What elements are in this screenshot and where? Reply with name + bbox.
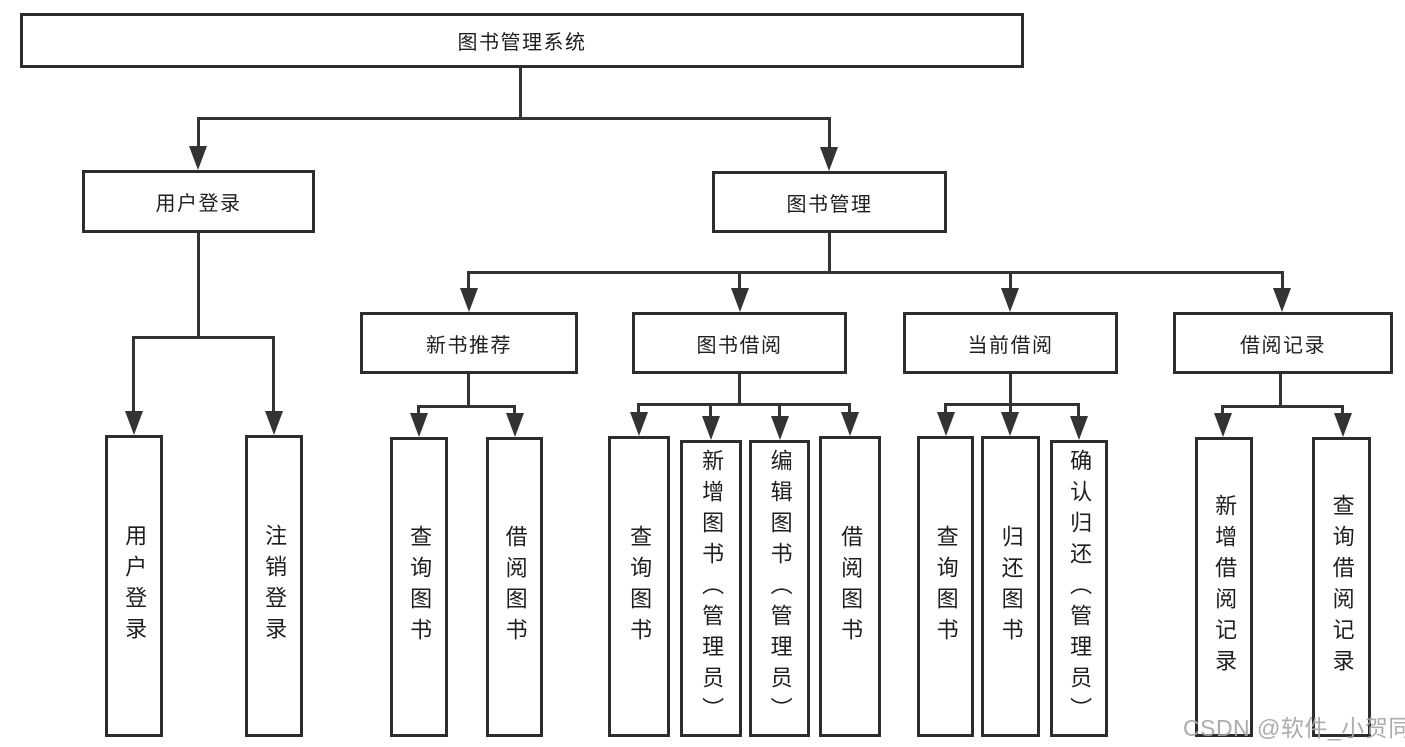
leaf-label: 编辑图书（管理员） (767, 449, 793, 728)
edge-new-books-branch (417, 405, 515, 408)
leaf-label: 新增借阅记录 (1212, 494, 1238, 680)
node-user-login-label: 用户登录 (155, 193, 242, 215)
edge-to-login-leaf (132, 336, 135, 412)
leaf-user-login-label: 用户登录 (122, 524, 148, 648)
arrow-down-icon (1273, 288, 1291, 312)
edge-to-user-login (197, 117, 200, 148)
node-borrow-records-label: 借阅记录 (1240, 334, 1326, 357)
node-book-borrowing: 图书借阅 (632, 312, 847, 374)
edge-leaf-stub (513, 405, 516, 414)
edge-root-stem (519, 68, 522, 117)
edge-leaf-stub (637, 403, 640, 412)
leaf-add-books-admin: 新增图书（管理员） (680, 440, 742, 737)
edge-leaf-stub (778, 403, 781, 416)
edge-to-current (1009, 271, 1012, 291)
leaf-borrow-books-2: 借阅图书 (819, 436, 881, 737)
node-borrow-records: 借阅记录 (1173, 312, 1393, 374)
node-new-book-recommend: 新书推荐 (360, 312, 578, 374)
edge-book-mgmt-stem (828, 233, 831, 273)
edge-leaf-stub (417, 405, 420, 414)
edge-leaf-stub (848, 403, 851, 412)
leaf-label: 新增图书（管理员） (699, 449, 725, 728)
leaf-query-books-1: 查询图书 (390, 437, 448, 737)
edge-leaf-stub (944, 403, 947, 412)
edge-leaf-stub (709, 403, 712, 416)
leaf-confirm-return-admin: 确认归还（管理员） (1050, 440, 1108, 737)
arrow-down-icon (265, 411, 283, 435)
node-book-borrowing-label: 图书借阅 (696, 334, 783, 357)
leaf-logout-label: 注销登录 (262, 524, 288, 648)
edge-to-records (1281, 271, 1284, 291)
leaf-add-borrow-record: 新增借阅记录 (1195, 437, 1253, 737)
leaf-query-borrow-record: 查询借阅记录 (1312, 437, 1371, 737)
node-current-borrowing: 当前借阅 (903, 312, 1118, 374)
edge-records-branch (1221, 405, 1344, 408)
edge-leaf-stub (1077, 403, 1080, 416)
edge-user-login-branch (133, 336, 275, 339)
arrow-down-icon (731, 288, 749, 312)
edge-user-login-stem (197, 233, 200, 337)
node-book-management-label: 图书管理 (786, 193, 873, 216)
leaf-user-login: 用户登录 (105, 435, 163, 737)
edge-borrowing-branch (637, 403, 850, 406)
arrow-down-icon (820, 147, 838, 171)
leaf-label: 归还图书 (998, 524, 1024, 649)
leaf-logout: 注销登录 (245, 435, 303, 737)
leaf-borrow-books-1: 借阅图书 (486, 437, 543, 737)
leaf-label: 查询借阅记录 (1329, 494, 1355, 680)
arrow-down-icon (1070, 416, 1088, 440)
leaf-query-books-3: 查询图书 (917, 436, 974, 737)
edge-borrowing-stem (738, 374, 741, 405)
arrow-down-icon (1334, 413, 1352, 437)
arrow-down-icon (841, 412, 859, 436)
arrow-down-icon (410, 413, 428, 437)
leaf-edit-books-admin: 编辑图书（管理员） (749, 440, 810, 737)
csdn-watermark: CSDN @软件_小贺同学 (1183, 715, 1405, 741)
node-new-book-recommend-label: 新书推荐 (426, 334, 512, 357)
leaf-label: 确认归还（管理员） (1067, 449, 1093, 728)
edge-to-new-books (467, 271, 470, 291)
leaf-label: 查询图书 (627, 524, 653, 649)
arrow-down-icon (189, 146, 207, 170)
edge-to-logout-leaf (272, 336, 275, 412)
leaf-label: 查询图书 (933, 524, 959, 649)
node-book-management: 图书管理 (712, 171, 947, 233)
arrow-down-icon (1001, 412, 1019, 436)
arrow-down-icon (125, 411, 143, 435)
leaf-label: 借阅图书 (502, 525, 528, 649)
edge-book-mgmt-branch (469, 271, 1283, 274)
node-current-borrowing-label: 当前借阅 (967, 334, 1054, 357)
arrow-down-icon (1001, 288, 1019, 312)
edge-to-borrowing (738, 271, 741, 291)
edge-current-branch (944, 403, 1080, 406)
arrow-down-icon (937, 412, 955, 436)
arrow-down-icon (1214, 413, 1232, 437)
edge-current-stem (1009, 374, 1012, 405)
edge-root-branch (197, 117, 831, 120)
arrow-down-icon (771, 416, 789, 440)
edge-new-books-stem (467, 374, 470, 407)
node-user-login: 用户登录 (82, 170, 315, 233)
leaf-query-books-2: 查询图书 (608, 436, 670, 737)
node-root-label: 图书管理系统 (457, 32, 587, 54)
edge-leaf-stub (1221, 405, 1224, 414)
edge-to-book-mgmt (828, 117, 831, 148)
edge-leaf-stub (1009, 403, 1012, 412)
arrow-down-icon (630, 412, 648, 436)
edge-records-stem (1279, 374, 1282, 407)
arrow-down-icon (506, 413, 524, 437)
leaf-label: 借阅图书 (838, 524, 864, 649)
edge-leaf-stub (1341, 405, 1344, 414)
node-root: 图书管理系统 (20, 13, 1024, 68)
leaf-return-books: 归还图书 (981, 436, 1040, 737)
leaf-label: 查询图书 (407, 525, 433, 649)
arrow-down-icon (460, 288, 478, 312)
arrow-down-icon (702, 416, 720, 440)
